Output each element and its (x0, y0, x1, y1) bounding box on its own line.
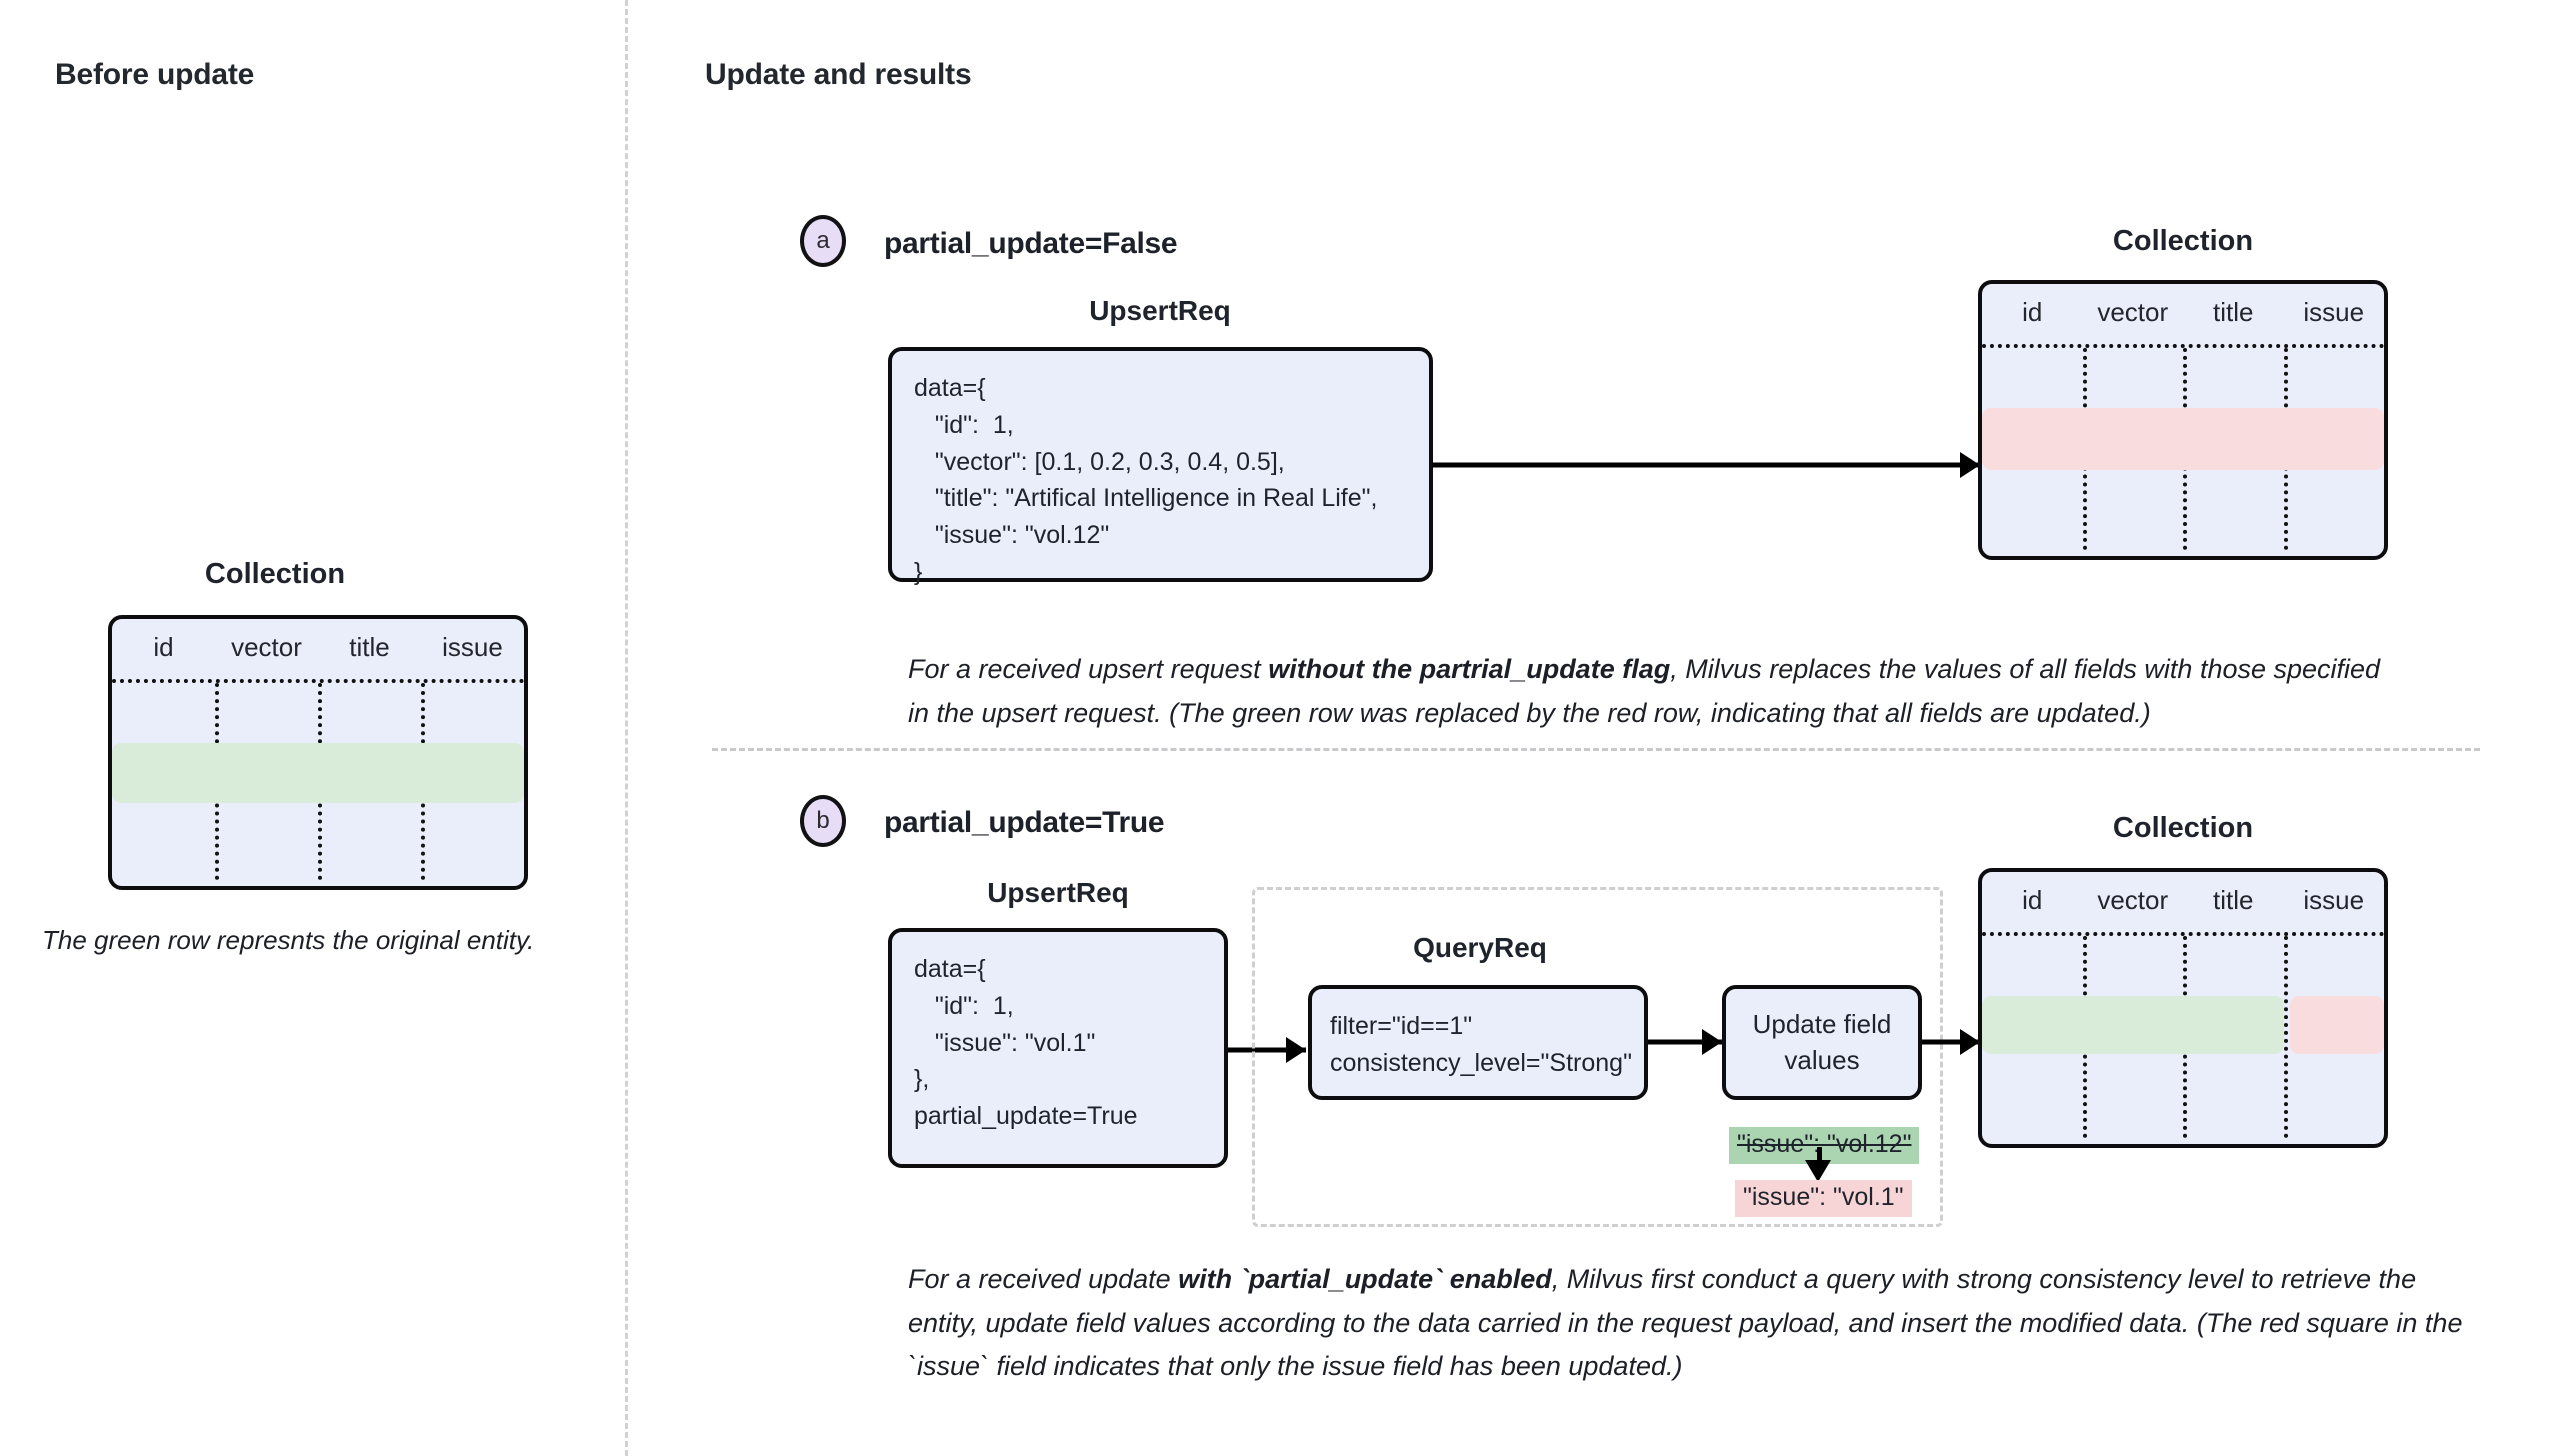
collection-table-a: id vector title issue (1978, 280, 2388, 560)
caption-a-bold: without the partrial_update flag (1268, 654, 1671, 684)
highlight-row-green (112, 743, 524, 803)
queryreq-box: filter="id==1" consistency_level="Strong… (1308, 985, 1648, 1100)
value-change-arrow-shaft (1817, 1147, 1822, 1169)
panel-title-update-results: Update and results (705, 58, 972, 91)
table-column-header: vector (2097, 885, 2169, 915)
step-label-a: partial_update=False (884, 227, 1178, 260)
table-column-header: id (2022, 885, 2043, 915)
table-header-row: id vector title issue (112, 619, 524, 683)
table-header-row: id vector title issue (1982, 872, 2384, 936)
arrow-query-to-update (1648, 1029, 1722, 1055)
table-column-header: issue (442, 632, 503, 662)
column-separator (2283, 936, 2288, 1138)
upsertreq-code-b: data={ "id": 1, "issue": "vol.1" }, part… (914, 955, 1138, 1130)
table-body (112, 683, 524, 880)
panel-title-before-update: Before update (55, 58, 255, 91)
table-column-header: vector (2097, 297, 2169, 327)
caption-a-lead: For a received upsert request (908, 654, 1269, 684)
collection-title-b: Collection (2112, 812, 2254, 844)
highlight-cell-red-issue (2289, 996, 2384, 1054)
table-body (1982, 936, 2384, 1138)
collection-title-a: Collection (2112, 225, 2254, 257)
left-collection-title: Collection (204, 558, 346, 590)
caption-a: For a received upsert request without th… (908, 648, 2408, 735)
arrow-upsert-to-query (1228, 1037, 1306, 1063)
queryreq-title: QueryReq (1413, 932, 1547, 963)
step-badge-b: b (800, 795, 846, 847)
table-column-header: id (2022, 297, 2043, 327)
section-divider (712, 748, 2480, 751)
table-column-header: title (2213, 297, 2254, 327)
collection-table-b: id vector title issue (1978, 868, 2388, 1148)
upsertreq-code-a: data={ "id": 1, "vector": [0.1, 0.2, 0.3… (914, 374, 1378, 586)
partial-update-flow-group (1252, 887, 1943, 1227)
highlight-row-green (1982, 996, 2284, 1054)
left-panel-note: The green row represnts the original ent… (42, 925, 535, 955)
update-field-values-label: Update field values (1752, 1009, 1892, 1075)
collection-table-before: id vector title issue (108, 615, 528, 890)
queryreq-code: filter="id==1" consistency_level="Strong… (1330, 1012, 1632, 1077)
table-column-header: title (349, 632, 390, 662)
caption-b-bold: with `partial_update` enabled (1178, 1264, 1552, 1294)
caption-a-rest: , Milvus replaces the values of all fiel… (908, 654, 2381, 728)
caption-b-rest: , Milvus first conduct a query with stro… (908, 1264, 2463, 1382)
upsertreq-box-a: data={ "id": 1, "vector": [0.1, 0.2, 0.3… (888, 347, 1433, 586)
upsertreq-box-b: data={ "id": 1, "issue": "vol.1" }, part… (888, 928, 1228, 1168)
caption-b: For a received update with `partial_upda… (908, 1258, 2478, 1389)
table-column-header: title (2213, 885, 2254, 915)
table-column-header: id (153, 632, 174, 662)
value-change-arrow-head (1805, 1160, 1831, 1182)
new-value-chip: "issue": "vol.1" (1735, 1180, 1912, 1217)
update-field-values-box: Update field values (1722, 985, 1922, 1100)
arrow-upsert-to-collection-a (1432, 452, 1980, 478)
upsertreq-title-a: UpsertReq (1089, 295, 1231, 326)
old-value-chip: "issue": "vol.12" (1729, 1127, 1920, 1164)
arrow-update-to-collection-b (1922, 1029, 1980, 1055)
step-label-b: partial_update=True (884, 806, 1165, 839)
caption-b-lead: For a received update (908, 1264, 1179, 1294)
table-header-row: id vector title issue (1982, 284, 2384, 348)
table-column-header: vector (231, 632, 302, 662)
table-body (1982, 348, 2384, 550)
table-column-header: issue (2303, 885, 2365, 915)
highlight-row-red (1982, 408, 2384, 470)
step-badge-a: a (800, 215, 846, 267)
upsertreq-title-b: UpsertReq (987, 877, 1129, 908)
table-column-header: issue (2303, 297, 2365, 327)
vertical-divider (625, 0, 628, 1456)
